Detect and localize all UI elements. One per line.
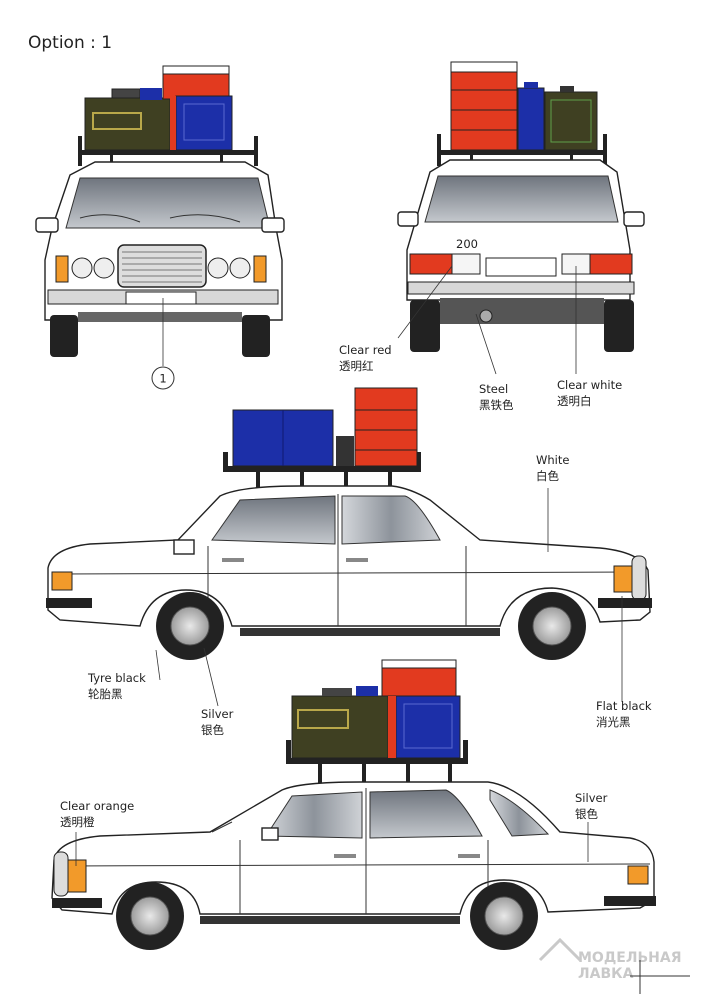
label-flat-black-cn: 消光黑 (596, 715, 631, 729)
side-view-right (51, 659, 656, 950)
front-roof-rack (78, 136, 258, 170)
label-clear-red-en: Clear red (339, 343, 392, 357)
side-view-left (46, 387, 652, 707)
label-clear-red-cn: 透明红 (339, 359, 374, 373)
label-silver-cn: 银色 (201, 723, 224, 737)
callout-number: 1 (159, 372, 166, 386)
label-steel-en: Steel (479, 382, 508, 396)
watermark-line2: ЛАВКА (578, 966, 634, 982)
label-clear-white-en: Clear white (557, 378, 622, 392)
rear-luggage (450, 61, 598, 151)
side1-luggage (232, 387, 418, 467)
label-silver-2-en: Silver (575, 791, 608, 805)
label-steel-cn: 黑铁色 (479, 398, 514, 412)
label-clear-orange-en: Clear orange (60, 799, 134, 813)
page-title: Option : 1 (28, 33, 112, 53)
front-luggage (84, 65, 233, 151)
watermark-logo: МОДЕЛЬНАЯ ЛАВКА (538, 937, 690, 994)
label-white-en: White (536, 453, 569, 467)
side2-roof-rack (286, 740, 468, 784)
label-tyre-black-en: Tyre black (87, 671, 146, 685)
label-silver-en: Silver (201, 707, 234, 721)
side2-luggage (291, 659, 461, 759)
label-tyre-black-cn: 轮胎黑 (88, 687, 123, 701)
rear-roof-rack (437, 134, 607, 168)
label-silver-2-cn: 银色 (575, 807, 598, 821)
label-flat-black-en: Flat black (596, 699, 652, 713)
front-view: 1 (35, 65, 285, 390)
watermark-line1: МОДЕЛЬНАЯ (578, 950, 682, 966)
label-clear-orange-cn: 透明橙 (60, 815, 95, 829)
rear-view: 200 (397, 61, 645, 375)
label-clear-white-cn: 透明白 (557, 394, 592, 408)
rear-model-badge: 200 (456, 237, 478, 251)
side1-roof-rack (223, 452, 421, 490)
label-white-cn: 白色 (536, 469, 559, 483)
